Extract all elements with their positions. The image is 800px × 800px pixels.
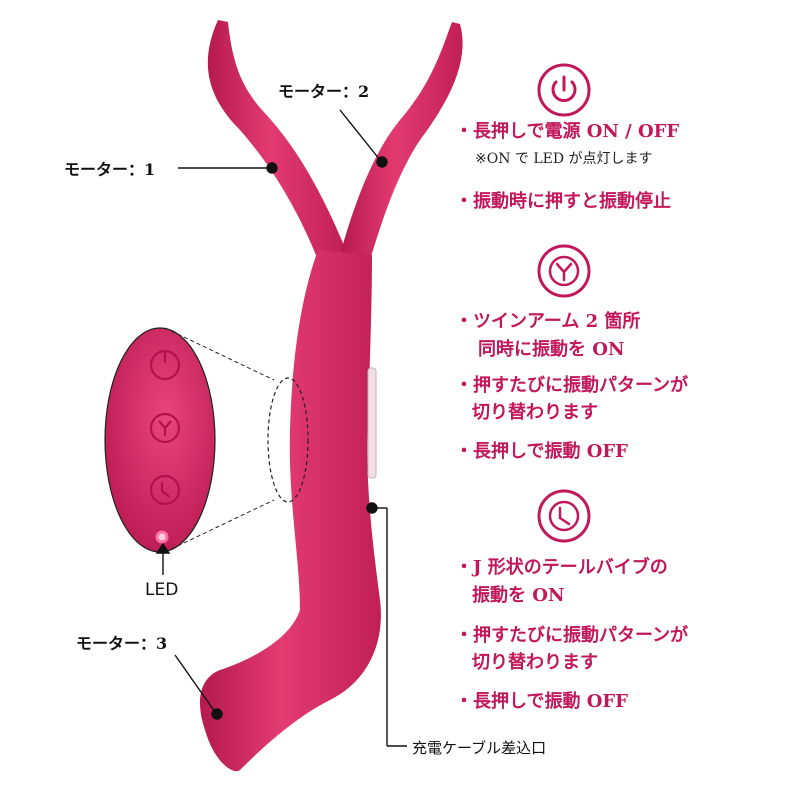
feature-tail-line-3: ・押すたびに振動パターンが	[455, 625, 689, 646]
led-label: LED	[145, 580, 179, 600]
remote-power-button	[149, 349, 181, 381]
feature-y-line-5: ・長押しで振動 OFF	[455, 441, 628, 462]
power-icon	[537, 63, 591, 117]
feature-y-line-4: 切り替わります	[472, 402, 598, 423]
feature-tail-line-1: ・J 形状のテールバイブの	[455, 557, 668, 578]
feature-y-line-1: ・ツインアーム 2 箇所	[455, 311, 641, 332]
y-mode-icon	[537, 244, 591, 298]
feature-tail-line-2: 振動を ON	[472, 585, 565, 606]
feature-y-line-3: ・押すたびに振動パターンが	[455, 375, 689, 396]
led-indicator	[155, 530, 169, 544]
charging-port	[367, 367, 377, 479]
right-arm	[340, 22, 463, 260]
button-area-outline	[267, 377, 309, 503]
tail-mode-icon	[537, 489, 591, 543]
motor-2-label: モーター：2	[278, 82, 370, 101]
charging-port-label: 充電ケーブル差込口	[412, 739, 547, 757]
feature-power-line-2: ・振動時に押すと振動停止	[455, 191, 671, 212]
left-arm	[207, 20, 346, 260]
feature-tail-line-5: ・長押しで振動 OFF	[455, 691, 628, 712]
motor-1-label: モーター：1	[64, 160, 156, 179]
remote-y-button	[149, 412, 181, 444]
remote-tail-button	[149, 474, 181, 506]
main-shaft	[200, 250, 381, 772]
motor-3-label: モーター：3	[76, 634, 168, 653]
feature-power-note: ※ON で LED が点灯します	[475, 151, 653, 167]
feature-tail-line-4: 切り替わります	[472, 652, 598, 673]
feature-power-line-1: ・長押しで電源 ON / OFF	[455, 121, 680, 142]
feature-y-line-2: 同時に振動を ON	[478, 339, 625, 360]
